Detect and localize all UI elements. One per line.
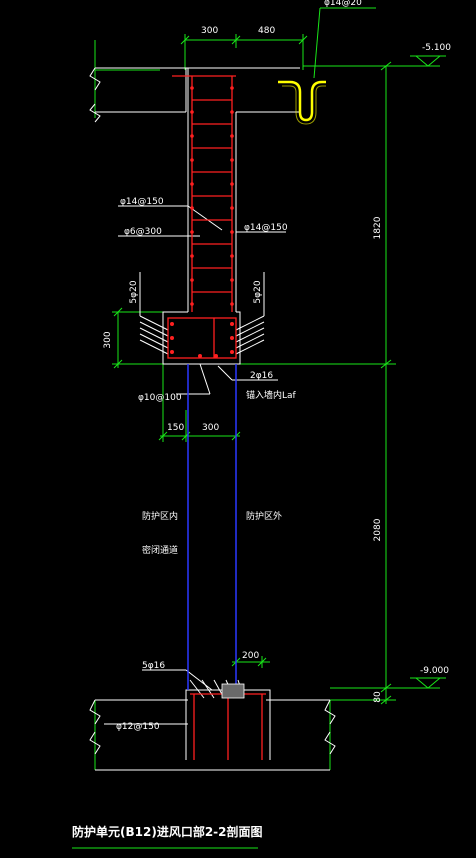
label-anchor: 锚入墙内Laf (246, 389, 297, 401)
dim-top-left: 300 (201, 26, 218, 36)
label-phi14-left: φ14@150 (120, 197, 164, 207)
hook-rebar-inner (282, 85, 326, 125)
dim-mid-left: 150 (167, 423, 184, 433)
fan-leaders (139, 272, 265, 699)
label-phi6: φ6@300 (124, 227, 162, 237)
dim-right-lower: 2080 (373, 518, 383, 541)
axis-lines (187, 364, 237, 690)
label-5phi20-left: 5φ20 (129, 280, 139, 303)
dimension-lines (72, 7, 446, 849)
label-passage: 密闭通道 (142, 544, 178, 556)
dim-right-bottom: 80 (373, 691, 383, 703)
hook-label: φ14@20 (324, 0, 362, 8)
drawing-caption: 防护单元(B12)进风口部2-2剖面图 (72, 824, 263, 839)
label-inside: 防护区内 (142, 510, 178, 522)
dim-mid-right: 300 (202, 423, 219, 433)
dim-left-step: 300 (103, 331, 113, 348)
dim-bottom-right: 200 (242, 651, 259, 661)
structure-outline (89, 67, 336, 771)
label-phi10: φ10@100 (138, 393, 182, 403)
dim-right-upper: 1820 (373, 216, 383, 239)
label-5phi20-right: 5φ20 (253, 280, 263, 303)
label-2phi16: 2φ16 (250, 371, 273, 381)
dim-top-right: 480 (258, 26, 275, 36)
rebar-dots (170, 86, 234, 358)
level-top: -5.100 (422, 43, 451, 53)
label-phi14-right: φ14@150 (244, 223, 288, 233)
label-outside: 防护区外 (246, 510, 282, 522)
rebar (167, 75, 266, 760)
label-phi12: φ12@150 (116, 722, 160, 732)
hook-rebar (278, 80, 326, 122)
bottom-joint (221, 683, 245, 699)
level-bottom: -9.000 (420, 666, 449, 676)
label-5phi16: 5φ16 (142, 661, 165, 671)
